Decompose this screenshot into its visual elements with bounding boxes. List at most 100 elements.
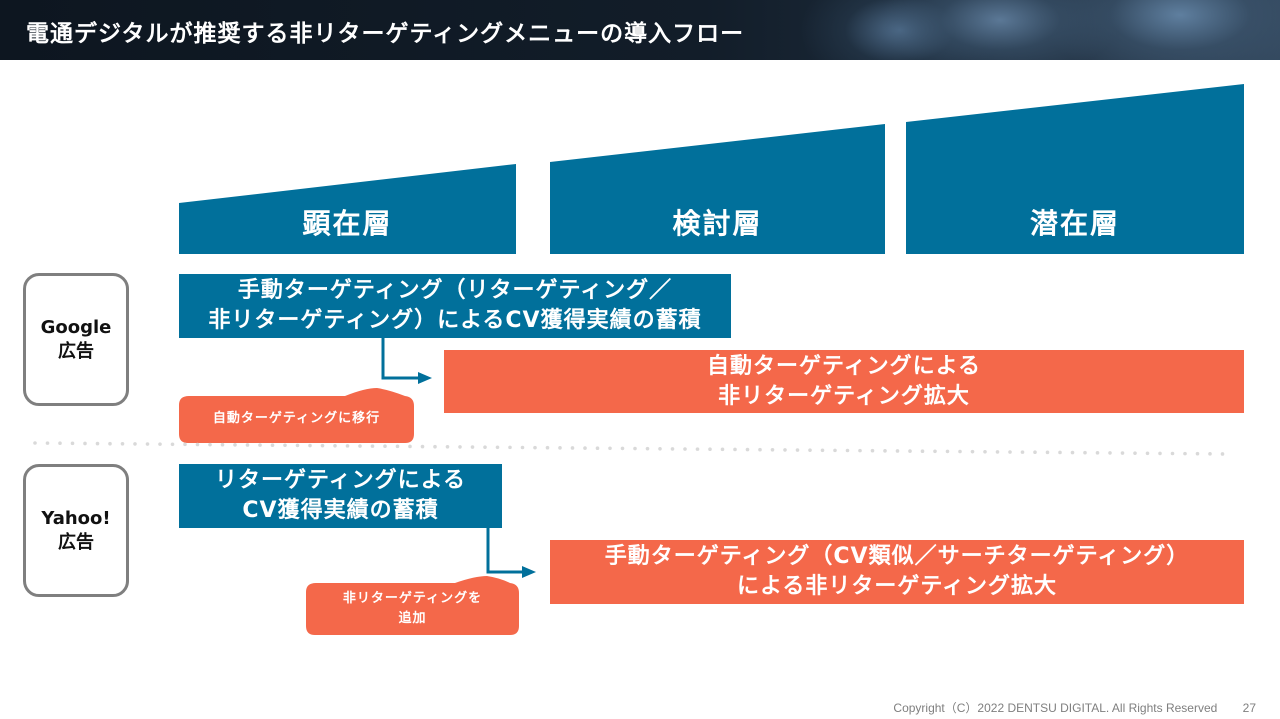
divider-dot xyxy=(108,441,112,446)
divider-dot xyxy=(270,443,275,447)
divider-dot xyxy=(308,443,312,448)
divider-dot xyxy=(495,445,500,450)
yahoo-transition-label-line1: 非リターゲティングを xyxy=(342,591,483,606)
divider-dot xyxy=(620,446,625,451)
yahoo-step2-line1: 手動ターゲティング（CV類似／サーチターゲティング） xyxy=(604,544,1190,569)
divider-dot xyxy=(195,442,200,447)
divider-dot xyxy=(133,442,137,446)
platform-divider xyxy=(33,441,1225,456)
divider-dot xyxy=(1220,452,1225,456)
divider-dot xyxy=(870,448,875,453)
divider-dot xyxy=(358,444,362,448)
divider-dot xyxy=(583,446,587,450)
stage-label-senzai: 潜在層 xyxy=(1029,207,1120,240)
divider-dot xyxy=(408,444,412,449)
platform-yahoo-name: Yahoo! xyxy=(41,507,111,529)
divider-dot xyxy=(545,445,550,450)
divider-dot xyxy=(1195,451,1200,456)
divider-dot xyxy=(1208,452,1212,456)
google-transition-callout xyxy=(179,388,414,443)
stage-shape-senzai xyxy=(906,84,1244,254)
google-step2-box: 自動ターゲティングによる 非リターゲティング拡大 xyxy=(444,350,1244,413)
divider-dot xyxy=(58,441,62,446)
yahoo-step2-line2: による非リターゲティング拡大 xyxy=(736,574,1058,599)
divider-dot xyxy=(1120,451,1125,455)
divider-dot xyxy=(1020,450,1025,454)
divider-dot xyxy=(595,446,600,450)
stage-label-kenzai: 顕在層 xyxy=(302,207,393,240)
platform-yahoo: Yahoo! 広告 xyxy=(23,464,129,597)
yahoo-transition-label-line2: 追加 xyxy=(398,611,427,626)
divider-dot xyxy=(420,444,425,449)
divider-dot xyxy=(945,449,950,454)
yahoo-transition-label: 非リターゲティングを 追加 xyxy=(306,589,519,629)
divider-dot xyxy=(895,449,900,453)
google-step2-line2: 非リターゲティング拡大 xyxy=(718,383,970,409)
divider-dot xyxy=(633,446,637,451)
divider-dot xyxy=(245,443,250,447)
divider-dot xyxy=(208,442,212,447)
stage-label-kentou: 検討層 xyxy=(672,207,763,240)
divider-dot xyxy=(695,447,700,451)
page-number: 27 xyxy=(1242,701,1256,715)
divider-dot xyxy=(170,442,175,447)
divider-dot xyxy=(983,449,987,454)
divider-dot xyxy=(258,443,262,447)
copyright-text: Copyright（C）2022 DENTSU DIGITAL. All Rig… xyxy=(893,701,1218,715)
yahoo-step1-line2: CV獲得実績の蓄積 xyxy=(242,498,439,523)
divider-dot xyxy=(1095,451,1100,455)
divider-dot xyxy=(70,441,75,446)
divider-dot xyxy=(158,442,162,446)
divider-dot xyxy=(220,442,225,447)
divider-dot xyxy=(758,447,762,452)
divider-dot xyxy=(670,447,675,451)
divider-dot xyxy=(1170,451,1175,456)
divider-dot xyxy=(845,448,850,453)
divider-dot xyxy=(570,446,575,450)
stage-shape-kentou xyxy=(550,124,885,254)
divider-dot xyxy=(958,449,962,454)
divider-dot xyxy=(883,449,887,453)
divider-dot xyxy=(445,445,450,449)
google-flow-arrow xyxy=(381,338,432,384)
divider-dot xyxy=(933,449,937,454)
yahoo-step1-box: リターゲティングによる CV獲得実績の蓄積 xyxy=(179,464,502,528)
divider-dot xyxy=(145,442,150,446)
google-step2-line1: 自動ターゲティングによる xyxy=(706,353,982,379)
divider-dot xyxy=(683,447,687,451)
divider-dot xyxy=(370,444,375,448)
divider-dot xyxy=(645,446,650,451)
divider-dot xyxy=(858,448,862,453)
divider-dot xyxy=(1145,451,1150,456)
platform-google-name: Google xyxy=(40,316,112,338)
divider-dot xyxy=(770,448,775,452)
divider-dot xyxy=(745,447,750,452)
divider-dot xyxy=(733,447,737,452)
platform-google: Google 広告 xyxy=(23,273,129,406)
divider-dot xyxy=(95,441,100,446)
platform-yahoo-suffix: 広告 xyxy=(58,531,94,553)
divider-dot xyxy=(283,443,287,448)
google-step1-line1: 手動ターゲティング（リターゲティング／ xyxy=(237,278,673,303)
divider-dot xyxy=(433,444,437,449)
divider-dot xyxy=(295,443,300,448)
divider-dot xyxy=(558,446,562,450)
google-transition-label: 自動ターゲティングに移行 xyxy=(212,411,381,426)
divider-dot xyxy=(333,443,337,448)
divider-dot xyxy=(795,448,800,452)
divider-dot xyxy=(1108,451,1112,455)
divider-dot xyxy=(920,449,925,453)
divider-dot xyxy=(345,444,350,448)
divider-dot xyxy=(1008,450,1012,454)
divider-dot xyxy=(1033,450,1037,455)
divider-dot xyxy=(783,448,787,452)
platform-google-suffix: 広告 xyxy=(58,340,94,362)
google-step1-line2: 非リターゲティング）によるCV獲得実績の蓄積 xyxy=(208,308,702,333)
divider-dot xyxy=(1070,450,1075,455)
stage-shape-kenzai xyxy=(179,164,516,254)
divider-dot xyxy=(183,442,187,447)
divider-dot xyxy=(320,443,325,448)
divider-dot xyxy=(1083,450,1087,455)
yahoo-step2-box: 手動ターゲティング（CV類似／サーチターゲティング） による非リターゲティング拡… xyxy=(550,540,1244,604)
divider-dot xyxy=(483,445,487,449)
